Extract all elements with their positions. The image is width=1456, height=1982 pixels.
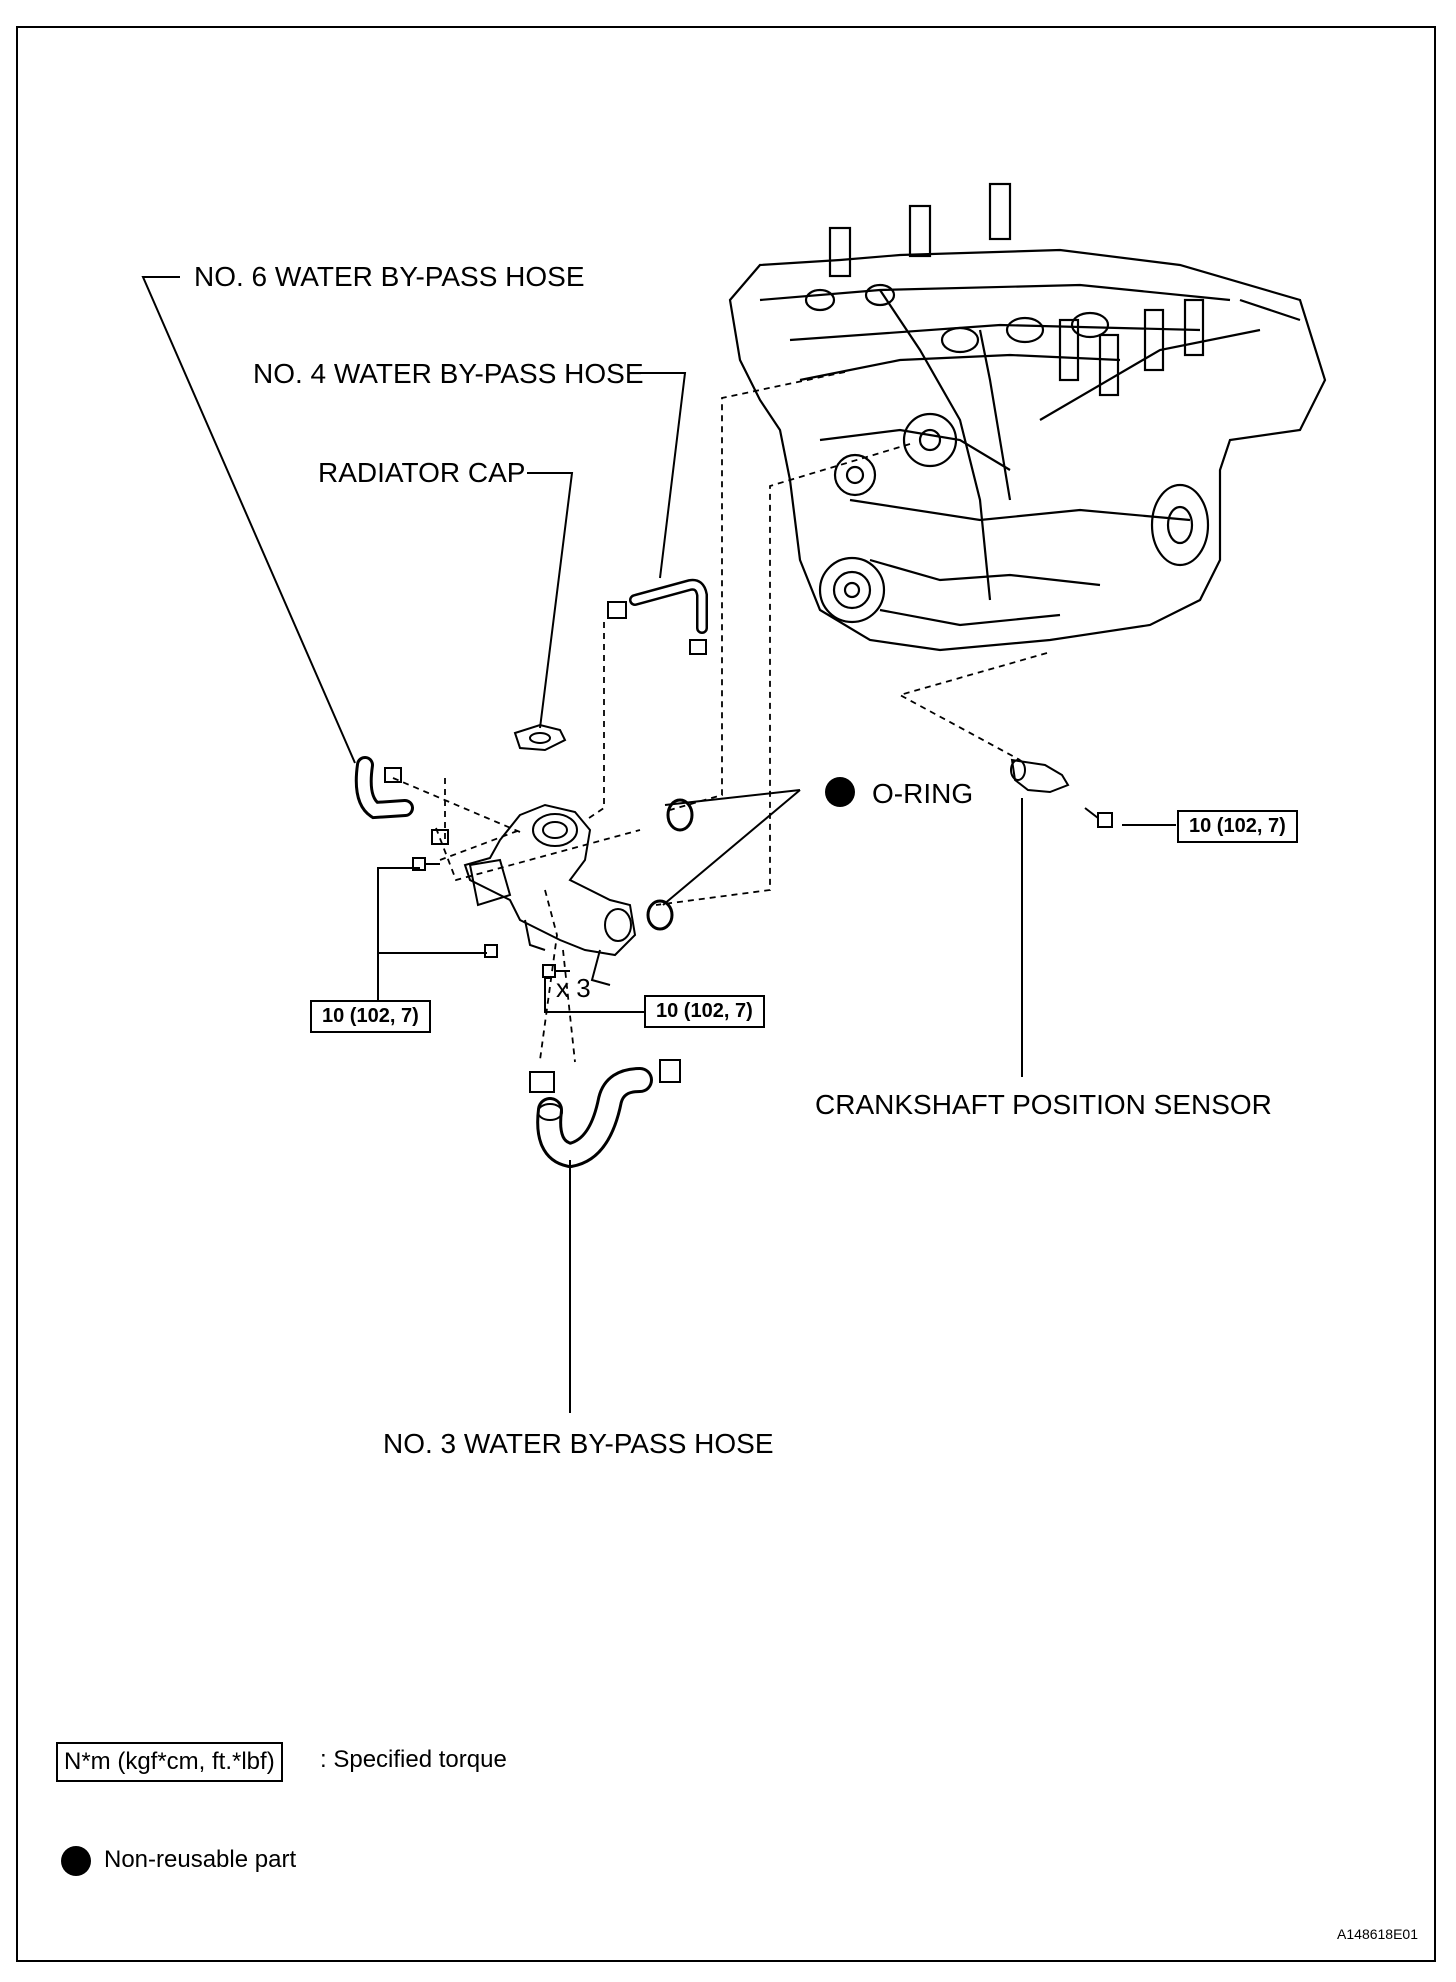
figure-code: A148618E01 xyxy=(1337,1926,1418,1942)
label-quantity-x3: x 3 xyxy=(556,973,591,1003)
torque-box-sensor-bolt: 10 (102, 7) xyxy=(1177,810,1298,843)
label-no3-water-bypass-hose: NO. 3 WATER BY-PASS HOSE xyxy=(383,1428,774,1459)
no6-bypass-hose-part xyxy=(354,756,449,845)
inlet-bolt-left xyxy=(412,857,440,871)
inlet-nut-left xyxy=(484,944,498,958)
radiator-cap-part xyxy=(513,723,567,752)
label-crankshaft-position-sensor: CRANKSHAFT POSITION SENSOR xyxy=(815,1089,1272,1120)
label-no4-water-bypass-hose: NO. 4 WATER BY-PASS HOSE xyxy=(253,358,644,389)
legend-non-reusable-dot xyxy=(61,1846,91,1876)
no4-bypass-hose-part xyxy=(607,578,708,655)
no3-bypass-hose-part xyxy=(529,1059,681,1169)
water-inlet-housing-part xyxy=(463,803,637,986)
label-o-ring: O-RING xyxy=(872,778,974,809)
o-ring-lower xyxy=(646,899,674,931)
legend-non-reusable-description: Non-reusable part xyxy=(104,1846,297,1873)
crankshaft-sensor-part xyxy=(1010,758,1113,828)
leader-lines xyxy=(141,276,1176,1413)
label-no6-water-bypass-hose: NO. 6 WATER BY-PASS HOSE xyxy=(194,261,585,292)
torque-box-inlet-left: 10 (102, 7) xyxy=(310,1000,431,1033)
assembly-guide-lines xyxy=(392,371,1048,1063)
non-reusable-marker xyxy=(825,777,855,807)
diagram-frame xyxy=(16,26,1436,1962)
legend-torque-unit-box: N*m (kgf*cm, ft.*lbf) xyxy=(56,1742,283,1782)
engine-block-illustration xyxy=(728,182,1327,652)
label-radiator-cap: RADIATOR CAP xyxy=(318,457,526,488)
legend-torque-description: : Specified torque xyxy=(320,1746,507,1773)
o-ring-upper xyxy=(666,798,694,832)
torque-box-inlet-right: 10 (102, 7) xyxy=(644,995,765,1028)
